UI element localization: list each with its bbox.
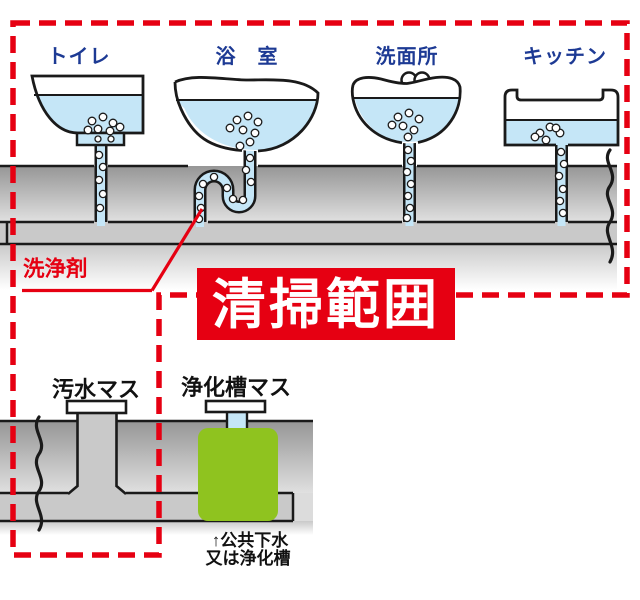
- outflow-note-line2: 又は浄化槽: [206, 548, 291, 568]
- sewage-pit-riser: [65, 399, 128, 495]
- septic-tank: [198, 428, 278, 521]
- toilet-pipe: [94, 140, 108, 226]
- scope-badge-label: 清掃範囲: [212, 275, 440, 335]
- septic-inlet-pipe: [227, 412, 247, 430]
- label-septic-pit: 浄化槽マス: [181, 375, 291, 400]
- break-squiggle-upper: [605, 148, 615, 264]
- kitchen-fixture: [503, 88, 620, 147]
- underground-labels: 汚水マス 浄化槽マス ↑公共下水 又は浄化槽: [52, 375, 291, 568]
- break-squiggle-lower: [34, 415, 44, 532]
- callout-pointer-line: [150, 208, 204, 292]
- bath-trap-pipe: [193, 136, 257, 227]
- label-bath: 浴 室: [216, 44, 279, 68]
- lower-soil-right-block: [293, 493, 313, 521]
- cleaning-agent-callout: 洗浄剤: [22, 208, 204, 293]
- washstand-fixture: [350, 71, 462, 145]
- bath-fixture: [173, 76, 320, 153]
- scope-dashed-boundary: [10, 20, 630, 558]
- fixture-pipes: [94, 136, 569, 227]
- label-washstand: 洗面所: [376, 45, 439, 68]
- washstand-pipe: [402, 137, 416, 226]
- septic-pit: [198, 399, 278, 521]
- cleaning-agent-label: 洗浄剤: [23, 256, 88, 281]
- kitchen-pipe: [554, 141, 569, 226]
- label-kitchen: キッチン: [523, 46, 607, 68]
- outflow-note-line1: ↑公共下水: [212, 530, 289, 550]
- septic-pit-cap: [204, 399, 267, 414]
- toilet-fixture: [30, 74, 145, 147]
- upper-ground: [0, 164, 617, 290]
- upper-drain-pipe: [0, 222, 617, 244]
- label-sewage-pit: 汚水マス: [52, 377, 140, 402]
- scope-badge: 清掃範囲: [197, 268, 455, 340]
- fixture-labels: トイレ 浴 室 洗面所 キッチン: [48, 44, 607, 68]
- label-toilet: トイレ: [48, 46, 111, 68]
- upper-soil: [0, 166, 617, 222]
- sewage-pit-cap: [65, 399, 128, 415]
- scope-badge-box: [197, 268, 455, 340]
